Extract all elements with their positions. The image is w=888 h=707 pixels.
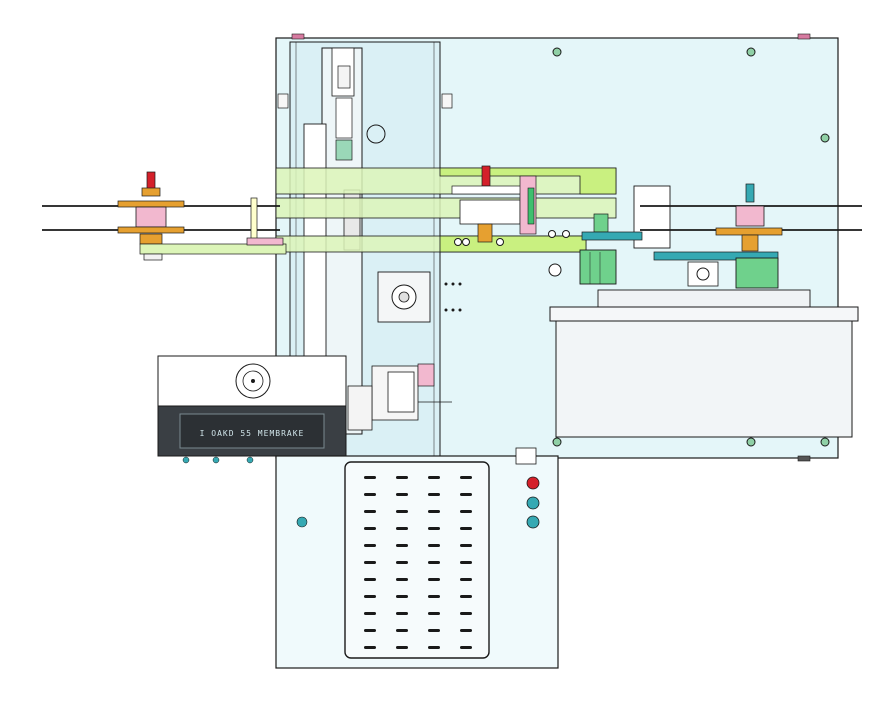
vent-slot	[364, 493, 376, 496]
vent-slot	[396, 629, 408, 632]
vent-slot	[460, 544, 472, 547]
conveyor-rail	[275, 167, 617, 253]
vent-slot	[460, 510, 472, 513]
vent-slot	[428, 493, 440, 496]
vent-slot	[396, 595, 408, 598]
red-indicator-lamp[interactable]	[526, 476, 540, 490]
vent-slot	[396, 493, 408, 496]
tape-reel-left	[42, 171, 287, 261]
rotary-knob	[377, 271, 462, 323]
vent-slots	[364, 476, 472, 649]
vent-slot	[364, 629, 376, 632]
vent-slot	[460, 646, 472, 649]
vent-grille	[344, 461, 490, 659]
vent-slot	[428, 544, 440, 547]
tape-reel-center	[451, 165, 570, 277]
vent-slot	[364, 527, 376, 530]
vent-slot	[364, 578, 376, 581]
vent-slot	[364, 612, 376, 615]
vent-slot	[460, 578, 472, 581]
vent-slot	[364, 544, 376, 547]
vent-slot	[396, 561, 408, 564]
indicator-lamps	[526, 476, 540, 529]
vent-slot	[364, 510, 376, 513]
tape-reel-right	[581, 183, 862, 261]
vent-slot	[460, 493, 472, 496]
cyan-indicator-lamp[interactable]	[526, 496, 540, 510]
vent-slot	[364, 595, 376, 598]
vent-slot	[396, 476, 408, 479]
vent-slot	[428, 578, 440, 581]
device-label: I OAKD 55 MEMBRAKE	[200, 429, 305, 438]
vent-slot	[396, 578, 408, 581]
vent-slot	[364, 476, 376, 479]
vent-slot	[364, 561, 376, 564]
vent-slot	[460, 476, 472, 479]
vent-slot	[460, 629, 472, 632]
vent-slot	[396, 527, 408, 530]
vent-slot	[396, 646, 408, 649]
vent-slot	[364, 646, 376, 649]
vent-slot	[396, 612, 408, 615]
vent-slot	[428, 527, 440, 530]
vent-slot	[460, 595, 472, 598]
vent-slot	[460, 612, 472, 615]
vent-slot	[460, 561, 472, 564]
vent-slot	[428, 629, 440, 632]
vent-slot	[428, 561, 440, 564]
vent-slot	[428, 595, 440, 598]
cyan-indicator-lamp[interactable]	[526, 515, 540, 529]
vent-slot	[428, 476, 440, 479]
gripper-assembly	[347, 363, 452, 431]
label-printer-box: I OAKD 55 MEMBRAKE	[157, 355, 347, 464]
vent-slot	[428, 646, 440, 649]
vent-slot	[396, 510, 408, 513]
vent-slot	[396, 544, 408, 547]
vent-slot	[428, 612, 440, 615]
vent-slot	[428, 510, 440, 513]
right-lower-box	[549, 261, 859, 438]
vent-slot	[460, 527, 472, 530]
